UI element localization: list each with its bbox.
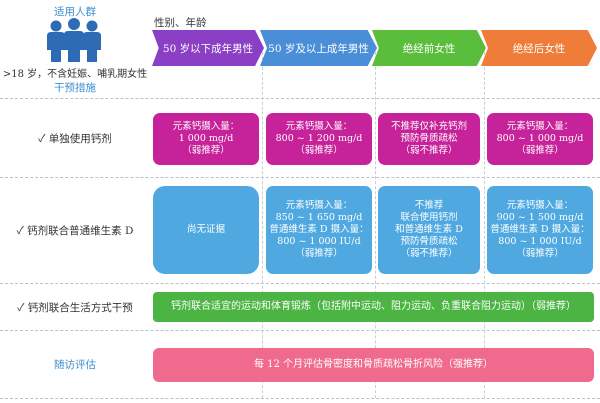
box-line: 元素钙摄入量： [506,121,574,132]
population-label: 适用人群 [54,6,96,18]
box-line: 和普通维生素 D [395,224,463,235]
box-line: 元素钙摄入量： [285,200,353,211]
column-divider-3 [484,52,485,398]
recommendation-box: 元素钙摄入量： 900 ~ 1 500 mg/d 普通维生素 D 摄入量： 80… [487,186,593,274]
box-line: 850 ~ 1 650 mg/d [275,212,363,223]
box-line: 普通维生素 D 摄入量： [269,224,369,235]
column-header-label: 50 岁及以上成年男性 [268,42,369,55]
divider-row2 [0,283,600,284]
column-header-male-50-plus: 50 岁及以上成年男性 [260,30,377,66]
column-header-premenopausal: 绝经前女性 [372,30,486,66]
box-line: 尚无证据 [186,224,225,235]
recommendation-box: 元素钙摄入量： 800 ~ 1 000 mg/d （弱推荐） [487,113,593,165]
box-line: 800 ~ 1 000 IU/d [498,236,582,247]
box-line: 普通维生素 D 摄入量： [490,224,590,235]
divider-row4 [0,398,600,399]
box-line: 1 000 mg/d [178,133,234,144]
column-header-postmenopausal: 绝经后女性 [481,30,597,66]
box-line: 元素钙摄入量： [285,121,353,132]
recommendation-box: 元素钙摄入量： 850 ~ 1 650 mg/d 普通维生素 D 摄入量： 80… [266,186,372,274]
box-line: 不推荐仅补充钙剂 [390,121,467,132]
recommendation-box: 不推荐 联合使用钙剂 和普通维生素 D 预防骨质疏松 （弱不推荐） [378,186,480,274]
column-header-male-under-50: 50 岁以下成年男性 [152,30,264,66]
box-line: （弱推荐） [516,145,564,156]
column-header-label: 绝经前女性 [402,42,456,55]
row-label-calcium-lifestyle: ✓ 钙剂联合生活方式干预 [17,301,133,314]
box-line: 800 ~ 1 000 IU/d [277,236,361,247]
box-line: 钙剂联合适宜的运动和体育锻炼（包括附中运动、阻力运动、负重联合阻力运动）（弱推荐… [171,301,576,312]
box-line: 每 12 个月评估骨密度和骨质疏松骨折风险（强推荐） [253,359,494,370]
box-line: （弱不推荐） [400,248,458,259]
box-line: 800 ~ 1 200 mg/d [275,133,363,144]
divider-row3 [0,330,600,331]
axis-label: 性别、年龄 [154,17,207,29]
lifestyle-recommendation-bar: 钙剂联合适宜的运动和体育锻炼（包括附中运动、阻力运动、负重联合阻力运动）（弱推荐… [153,292,594,322]
recommendation-box: 尚无证据 [153,186,259,274]
recommendation-box: 元素钙摄入量： 800 ~ 1 200 mg/d （弱推荐） [266,113,372,165]
box-line: 不推荐 [414,200,444,211]
row-label-follow-up: 随访评估 [54,359,96,371]
box-line: 元素钙摄入量： [172,121,240,132]
divider-header [0,98,600,99]
box-line: 900 ~ 1 500 mg/d [496,212,584,223]
intervention-label: 干预措施 [54,82,96,94]
population-description: >18 岁，不含妊娠、哺乳期女性 [2,69,148,80]
box-line: （弱推荐） [295,145,343,156]
column-header-label: 绝经后女性 [512,42,566,55]
divider-row1 [0,177,600,178]
box-line: 预防骨质疏松 [400,236,458,247]
row-label-calcium-vitd: ✓ 钙剂联合普通维生素 D [16,225,134,237]
box-line: 800 ~ 1 000 mg/d [496,133,584,144]
box-line: 联合使用钙剂 [400,212,458,223]
box-line: （弱推荐） [182,145,230,156]
row-label-calcium-only: ✓ 单独使用钙剂 [38,132,112,145]
column-divider-1 [262,52,263,398]
box-line: （弱不推荐） [400,145,458,156]
column-divider-2 [375,52,376,398]
recommendation-box: 元素钙摄入量： 1 000 mg/d （弱推荐） [153,113,259,165]
column-header-label: 50 岁以下成年男性 [162,42,254,55]
follow-up-recommendation-bar: 每 12 个月评估骨密度和骨质疏松骨折风险（强推荐） [153,348,594,382]
box-line: 元素钙摄入量： [506,200,574,211]
people-group-icon [47,18,101,62]
recommendation-box: 不推荐仅补充钙剂 预防骨质疏松 （弱不推荐） [378,113,480,165]
box-line: （弱推荐） [516,248,564,259]
box-line: 预防骨质疏松 [400,133,458,144]
box-line: （弱推荐） [295,248,343,259]
